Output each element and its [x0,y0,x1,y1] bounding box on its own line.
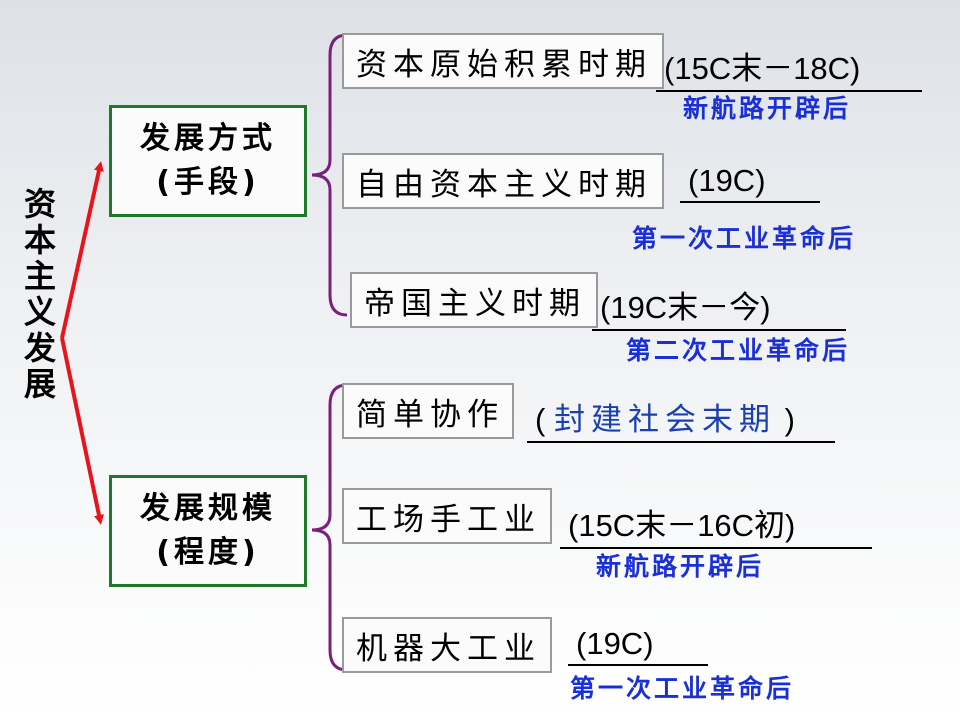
stage-note: 第一次工业革命后 [632,224,857,253]
stage-note: 第一次工业革命后 [570,674,795,703]
stage-period: (19C) [568,626,708,666]
period-link[interactable]: 封建社会末期 [553,402,776,438]
stage-period: (15C末－16C初) [560,500,872,549]
period-paren-close: ) [784,402,795,437]
period-text: (15C末－18C) [664,51,861,86]
stage-label: 工场手工业 [356,501,541,538]
stage-label: 机器大工业 [356,630,541,667]
root-char: 资 [23,185,56,223]
stage-note: 新航路开辟后 [683,94,852,123]
stage-box-simple-cooperation: 简单协作 [342,383,514,439]
stage-label: 简单协作 [356,396,504,433]
period-paren-open: ( [535,402,546,437]
stage-note: 新航路开辟后 [596,552,765,581]
arrow-to-method [60,161,104,339]
stage-period: (19C) [680,163,820,203]
period-text: (19C) [576,626,654,661]
root-char: 展 [23,365,56,403]
stage-label: 资本原始积累时期 [356,46,652,83]
stage-note: 第二次工业革命后 [626,336,851,365]
stage-label: 自由资本主义时期 [356,166,652,203]
root-char: 主 [23,257,56,295]
stage-box-manufacture: 工场手工业 [342,488,552,544]
stage-period: (15C末－18C) [656,43,922,92]
stage-period: (19C末－今) [592,282,846,331]
stage-box-imperialism: 帝国主义时期 [350,272,598,328]
category-title: 发展方式 [140,121,276,156]
root-label-capitalism-development: 资 本 主 义 发 展 [18,186,62,402]
root-char: 本 [23,221,56,259]
category-subtitle: (手段) [156,165,260,200]
period-text: (19C末－今) [600,290,771,325]
category-title: 发展规模 [140,491,276,526]
bracket-scale [311,383,348,672]
category-subtitle: (程度) [156,535,260,570]
category-box-development-scale: 发展规模 (程度) [109,475,307,587]
period-text: (15C末－16C初) [568,508,796,543]
stage-label: 帝国主义时期 [364,285,586,322]
period-text: (19C) [688,163,766,198]
root-char: 发 [23,329,56,367]
bracket-method [311,33,348,317]
category-box-development-method: 发展方式 (手段) [109,105,307,217]
stage-box-primitive-accumulation: 资本原始积累时期 [342,33,664,89]
stage-box-machine-industry: 机器大工业 [342,617,552,673]
stage-period: ( 封建社会末期 ) [527,394,835,443]
stage-box-free-capitalism: 自由资本主义时期 [342,153,664,209]
root-char: 义 [23,293,56,331]
arrow-to-scale [60,337,104,525]
